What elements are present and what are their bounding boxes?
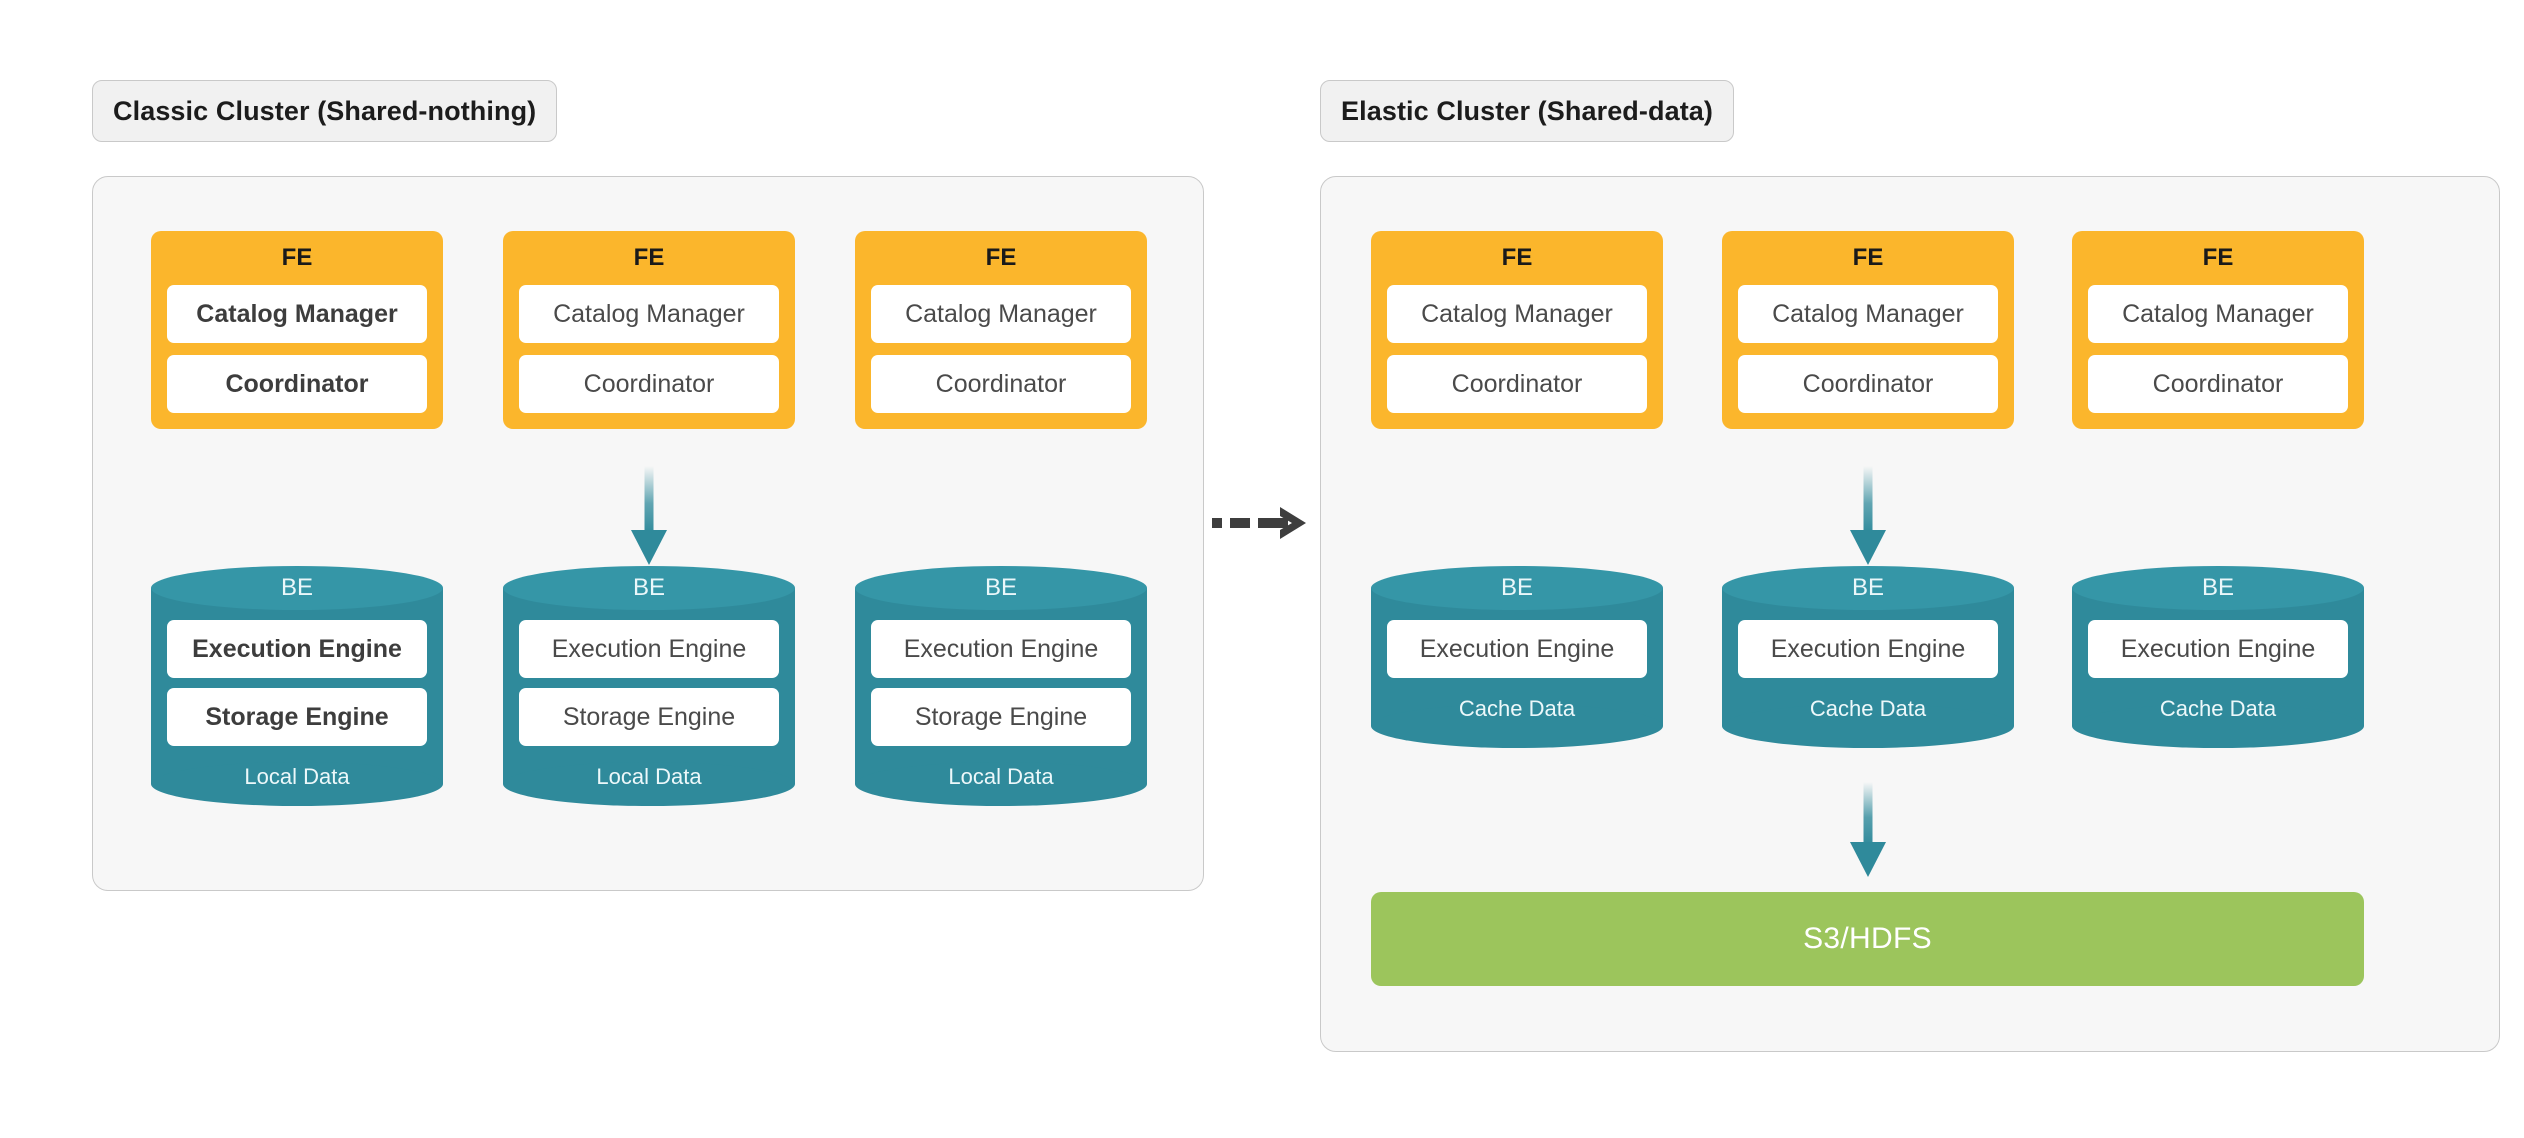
fe-node-classic-3[interactable]: FE Catalog Manager Coordinator [855,231,1147,430]
be-node-title: BE [2201,574,2234,601]
be-node-footer-local-data: Local Data [244,764,350,789]
fe-slot-catalog-manager: Catalog Manager [1738,285,1998,344]
fe-node-classic-2[interactable]: FE Catalog Manager Coordinator [503,231,795,430]
fe-slot-catalog-manager: Catalog Manager [519,285,779,344]
fe-node-title: FE [633,244,665,271]
be-node-title: BE [632,574,665,601]
be-node-elastic-3[interactable]: BE Execution Engine Cache Data [2072,566,2364,748]
be-node-classic-1[interactable]: BE Execution Engine Storage Engine Local… [151,566,443,806]
be-node-title: BE [1500,574,1533,601]
be-slot-execution-engine: Execution Engine [871,620,1131,678]
cylinder-top-cap [855,566,1147,610]
fe-slot-coordinator: Coordinator [1738,355,1998,414]
storage-bar-s3-hdfs[interactable]: S3/HDFS [1371,892,2364,986]
fe-slot-catalog-manager: Catalog Manager [871,285,1131,344]
be-slot-execution-engine: Execution Engine [1387,620,1647,678]
be-node-title: BE [1851,574,1884,601]
fe-node-elastic-2[interactable]: FE Catalog Manager Coordinator [1722,231,2014,430]
be-node-footer-local-data: Local Data [596,764,702,789]
fe-slot-coordinator: Coordinator [1387,355,1647,414]
dashed-right-arrow-icon [1212,505,1308,541]
be-slot-storage-engine: Storage Engine [519,688,779,746]
cylinder-top-cap [1722,566,2014,610]
fe-node-elastic-3[interactable]: FE Catalog Manager Coordinator [2072,231,2364,430]
cylinder-bottom-cap [855,762,1147,806]
be-slot-execution-engine: Execution Engine [167,620,427,678]
cylinder-bottom-cap [151,762,443,806]
be-node-title: BE [984,574,1017,601]
flow-arrow-classic-fe-to-be [626,466,672,566]
cylinder-top-cap [2072,566,2364,610]
be-slot-storage-engine: Storage Engine [871,688,1131,746]
fe-node-elastic-1[interactable]: FE Catalog Manager Coordinator [1371,231,1663,430]
flow-arrow-elastic-fe-to-be [1845,466,1891,566]
cylinder-bottom-cap [503,762,795,806]
cylinder-bottom-cap [2072,704,2364,748]
be-node-title: BE [280,574,313,601]
cluster-title-classic: Classic Cluster (Shared-nothing) [92,80,558,142]
fe-slot-catalog-manager: Catalog Manager [167,285,427,344]
be-node-footer-cache-data: Cache Data [1458,696,1576,721]
fe-node-title: FE [1852,244,1884,271]
be-slot-storage-engine: Storage Engine [167,688,427,746]
fe-slot-coordinator: Coordinator [519,355,779,414]
fe-node-title: FE [281,244,313,271]
fe-node-title: FE [2202,244,2234,271]
cylinder-top-cap [151,566,443,610]
be-node-classic-2[interactable]: BE Execution Engine Storage Engine Local… [503,566,795,806]
be-node-elastic-1[interactable]: BE Execution Engine Cache Data [1371,566,1663,748]
fe-slot-catalog-manager: Catalog Manager [2088,285,2348,344]
be-node-footer-cache-data: Cache Data [2159,696,2277,721]
be-node-classic-3[interactable]: BE Execution Engine Storage Engine Local… [855,566,1147,806]
fe-node-title: FE [985,244,1017,271]
cylinder-top-cap [503,566,795,610]
fe-slot-coordinator: Coordinator [871,355,1131,414]
be-slot-execution-engine: Execution Engine [2088,620,2348,678]
fe-node-title: FE [1501,244,1533,271]
fe-slot-coordinator: Coordinator [167,355,427,414]
fe-node-classic-1[interactable]: FE Catalog Manager Coordinator [151,231,443,430]
be-slot-execution-engine: Execution Engine [519,620,779,678]
cylinder-top-cap [1371,566,1663,610]
cylinder-bottom-cap [1371,704,1663,748]
be-node-footer-local-data: Local Data [948,764,1054,789]
fe-slot-coordinator: Coordinator [2088,355,2348,414]
be-node-footer-cache-data: Cache Data [1809,696,1927,721]
be-node-elastic-2[interactable]: BE Execution Engine Cache Data [1722,566,2014,748]
fe-slot-catalog-manager: Catalog Manager [1387,285,1647,344]
be-slot-execution-engine: Execution Engine [1738,620,1998,678]
cylinder-bottom-cap [1722,704,2014,748]
cluster-title-elastic: Elastic Cluster (Shared-data) [1320,80,1735,142]
flow-arrow-elastic-be-to-storage [1845,782,1891,878]
